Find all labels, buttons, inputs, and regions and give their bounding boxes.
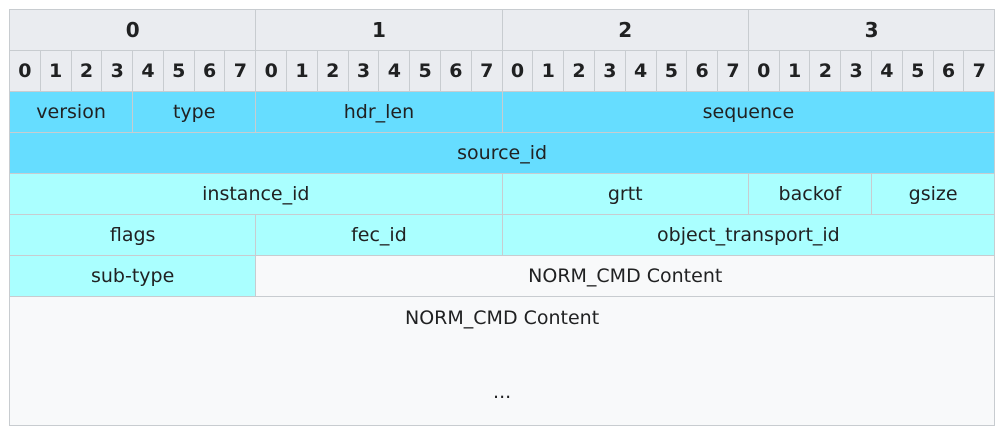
field-type: type	[132, 91, 257, 133]
bit-index: 5	[162, 50, 195, 92]
bit-index: 6	[686, 50, 719, 92]
field-sub-type: sub-type	[8, 255, 257, 297]
field-backof: backof	[747, 173, 873, 215]
field-object-transport-id: object_transport_id	[501, 214, 996, 256]
field-fec-id: fec_id	[255, 214, 503, 256]
field-norm-cmd-content-block: NORM_CMD Content...	[8, 296, 996, 426]
bit-index: 2	[70, 50, 103, 92]
bit-index: 4	[871, 50, 903, 92]
content-block-label: NORM_CMD Content	[405, 307, 600, 329]
bit-index: 3	[593, 50, 626, 92]
bit-index: 5	[409, 50, 441, 92]
bit-index: 1	[532, 50, 565, 92]
field-sequence: sequence	[501, 91, 996, 133]
field-flags: flags	[8, 214, 257, 256]
bit-index: 6	[193, 50, 226, 92]
bit-index: 5	[901, 50, 934, 92]
bit-index: 1	[778, 50, 811, 92]
bit-index: 3	[101, 50, 134, 92]
field-row: source_id	[8, 132, 996, 174]
bit-index: 7	[470, 50, 503, 92]
field-version: version	[8, 91, 134, 133]
bit-index: 3	[347, 50, 380, 92]
byte-index-1: 1	[255, 9, 503, 51]
bit-index: 7	[963, 50, 996, 92]
bit-index: 2	[809, 50, 842, 92]
field-gsize: gsize	[871, 173, 996, 215]
bit-index: 0	[747, 50, 780, 92]
byte-index-0: 0	[8, 9, 257, 51]
bit-index: 4	[132, 50, 164, 92]
bit-index: 2	[316, 50, 349, 92]
bit-index: 4	[624, 50, 657, 92]
bit-index: 2	[563, 50, 595, 92]
byte-index-2: 2	[501, 9, 749, 51]
bit-index: 0	[501, 50, 534, 92]
bit-index: 7	[717, 50, 749, 92]
content-block-ellipsis: ...	[493, 381, 512, 403]
bit-index: 3	[840, 50, 873, 92]
field-hdr-len: hdr_len	[255, 91, 503, 133]
field-instance-id: instance_id	[9, 173, 503, 215]
bit-index: 1	[39, 50, 72, 92]
bit-index: 0	[255, 50, 288, 92]
bit-index: 5	[655, 50, 688, 92]
bit-index: 6	[932, 50, 965, 92]
bit-index: 4	[378, 50, 411, 92]
field-grtt: grtt	[501, 173, 749, 215]
bit-index: 1	[286, 50, 318, 92]
bit-index: 6	[439, 50, 472, 92]
content-row: NORM_CMD Content...	[8, 296, 996, 426]
byte-index-3: 3	[747, 9, 996, 51]
field-source-id: source_id	[8, 132, 996, 174]
field-norm-cmd-content: NORM_CMD Content	[255, 255, 996, 297]
bit-index: 0	[9, 50, 41, 92]
bit-index: 7	[224, 50, 257, 92]
